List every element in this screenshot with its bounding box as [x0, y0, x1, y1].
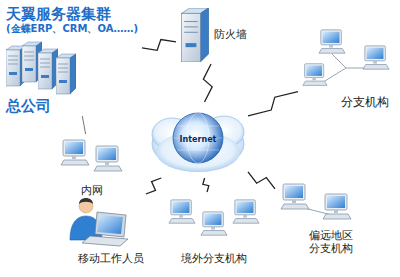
network-link — [248, 172, 275, 189]
network-link — [203, 178, 209, 192]
network-link — [203, 64, 212, 102]
node-label: 偏远地区 分支机构 — [305, 229, 356, 255]
firewall-node: 防火墙 — [176, 6, 256, 64]
node-label: 内网 — [81, 184, 103, 197]
internet-node: Internet — [148, 102, 248, 178]
overseas-branch-node: 境外分支机构 — [165, 192, 262, 266]
node-label: 移动工作人员 — [78, 252, 144, 265]
network-link — [142, 39, 176, 50]
intranet-computers — [61, 140, 122, 171]
node-label: 境外分支机构 — [181, 252, 247, 265]
intranet-node: 内网 — [58, 134, 125, 198]
network-link — [248, 92, 298, 116]
node-label: 天翼服务器集群 — [6, 5, 111, 23]
node-label: (金蝶ERP、CRM、OA……) — [6, 23, 138, 35]
node-label: 分支机构 — [341, 95, 389, 109]
mobile-worker-icon — [70, 198, 128, 246]
branch-computers — [303, 30, 389, 86]
lan-link — [82, 116, 85, 134]
server-cluster-node: 天翼服务器集群(金蝶ERP、CRM、OA……) 总公司 — [2, 4, 142, 116]
firewall-icon — [182, 8, 209, 62]
branch-office-node: 分支机构 — [298, 26, 395, 110]
remote-branch-node: 偏远地区 分支机构 — [275, 176, 360, 256]
mobile-worker-node: 移动工作人员 — [62, 194, 160, 266]
overseas-computers — [169, 200, 259, 235]
internet-cloud-icon — [152, 113, 244, 172]
node-label: Internet — [180, 135, 217, 145]
remote-computers — [281, 184, 351, 219]
node-label: 防火墙 — [214, 28, 247, 41]
server-cluster-icon — [6, 42, 76, 94]
node-label: 总公司 — [6, 97, 51, 115]
network-link — [146, 178, 161, 194]
